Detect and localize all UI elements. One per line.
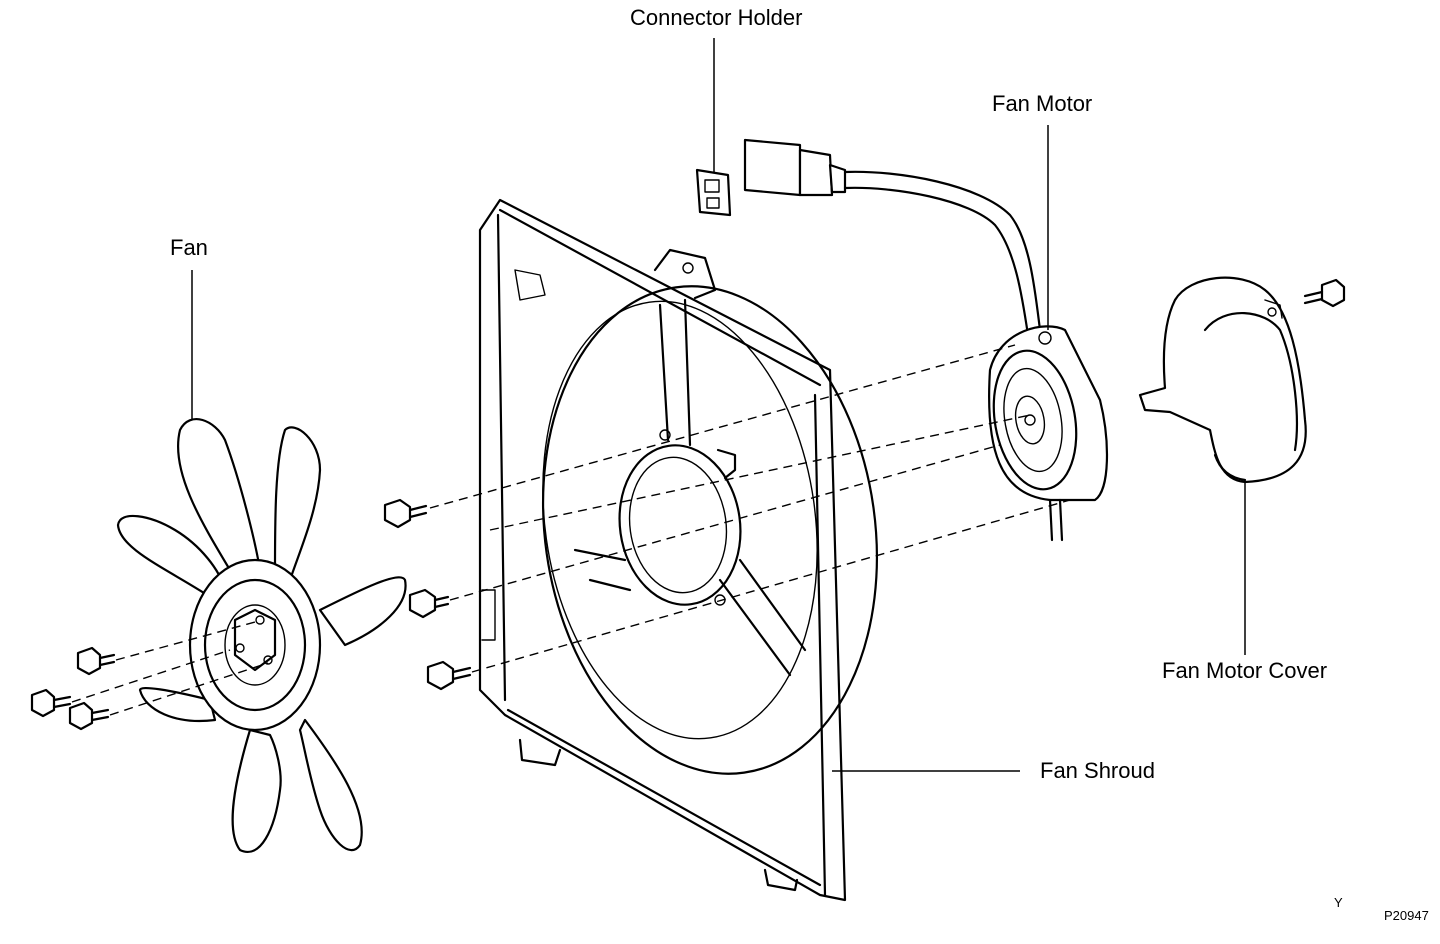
- label-fan-motor-cover: Fan Motor Cover: [1162, 658, 1327, 683]
- fan-motor-part: [988, 325, 1109, 542]
- figure-code: P20947: [1384, 908, 1429, 923]
- connector-holder-part: [695, 168, 732, 217]
- alignment-lines: [71, 344, 1071, 716]
- fan-part: [116, 418, 407, 853]
- bolt-icon: [1303, 278, 1346, 308]
- label-fan: Fan: [170, 235, 208, 260]
- label-connector-holder: Connector Holder: [630, 5, 802, 30]
- label-fan-shroud: Fan Shroud: [1040, 758, 1155, 783]
- bolt-icon: [408, 588, 450, 619]
- bolt-icon: [383, 498, 428, 529]
- bolt-icon: [30, 688, 72, 718]
- fan-shroud-part: [478, 198, 879, 902]
- bolt-icon: [68, 701, 110, 731]
- label-fan-motor: Fan Motor: [992, 91, 1092, 116]
- motor-connector-part: [743, 138, 1042, 337]
- fan-motor-cover-part: [1138, 276, 1307, 484]
- bolt-icon: [426, 660, 472, 691]
- leader-lines: [191, 38, 1246, 772]
- bolt-icon: [76, 646, 116, 676]
- corner-mark: Y: [1334, 895, 1343, 910]
